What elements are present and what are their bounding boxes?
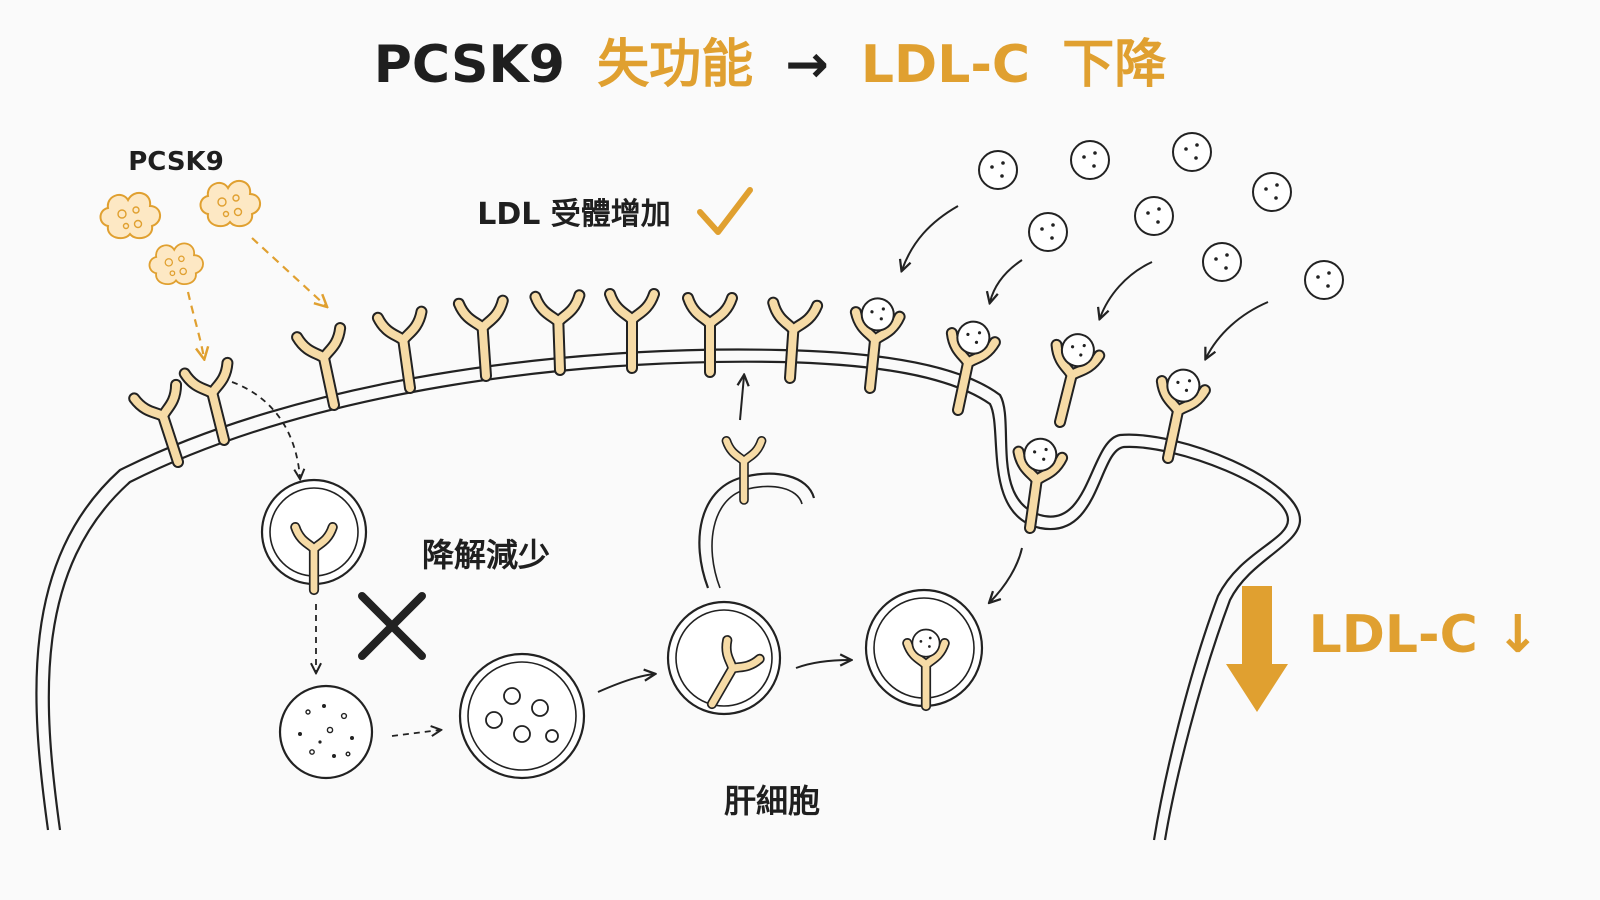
title-part-decrease: 下降 xyxy=(1062,35,1166,95)
receptor-increase-label: LDL 受體增加 xyxy=(477,197,671,232)
hepatocyte-label: 肝細胞 xyxy=(724,782,820,820)
binding-arrows xyxy=(902,205,1269,358)
title: PCSK9 失功能 → LDL-C 下降 xyxy=(374,35,1166,95)
ldl-c-down-label: LDL-C ↓ xyxy=(1309,605,1540,665)
ldl-particle xyxy=(1028,212,1068,252)
down-arrow-icon xyxy=(1226,586,1288,712)
cross-icon xyxy=(358,592,426,660)
receptor xyxy=(459,301,508,378)
receptor xyxy=(378,312,432,391)
title-arrow: → xyxy=(785,35,829,95)
degradation-pathway: 降解減少 xyxy=(231,381,550,780)
pcsk9-molecule xyxy=(99,191,162,240)
vesicle-lipids xyxy=(458,652,586,780)
receptor xyxy=(185,363,246,445)
receptor-with-ldl xyxy=(936,317,998,414)
recycling-receptor xyxy=(726,441,761,500)
ldl-particle xyxy=(978,150,1018,190)
title-part-ldl-c: LDL-C xyxy=(861,35,1030,95)
endosome-with-receptor xyxy=(260,478,368,590)
cell-membrane xyxy=(35,348,1302,841)
pcsk9-molecule xyxy=(199,179,262,228)
pcsk9-group: PCSK9 xyxy=(99,147,327,358)
receptor xyxy=(610,294,654,368)
ldl-particles xyxy=(978,132,1344,300)
endosome-receptor-ldl xyxy=(864,588,984,708)
degradation-decrease-label: 降解減少 xyxy=(422,536,550,574)
pcsk9-label: PCSK9 xyxy=(128,147,224,177)
recycling-pathway xyxy=(458,376,1023,780)
receptor-with-ldl xyxy=(848,296,901,390)
ldl-particle xyxy=(1070,140,1110,180)
ldl-particle xyxy=(1304,260,1344,300)
title-part-pcsk9: PCSK9 xyxy=(374,35,565,95)
ldl-particle xyxy=(1202,242,1242,282)
receptor xyxy=(297,328,355,410)
endosome-receptor xyxy=(666,600,782,714)
lysosome-degraded xyxy=(278,684,374,780)
receptor-increase-callout: LDL 受體增加 xyxy=(477,187,753,235)
ldl-particle xyxy=(1134,196,1174,236)
receptor-with-ldl xyxy=(1039,329,1103,427)
ldl-c-decrease: LDL-C ↓ xyxy=(1226,586,1539,712)
svg-text:PCSK9 失功能 →: PCSK9 失功能 → LDL-C 下降 xyxy=(374,35,1166,95)
pcsk9-molecule xyxy=(148,242,204,286)
receptor xyxy=(768,303,817,380)
check-icon xyxy=(697,187,753,235)
ldl-particle xyxy=(1172,132,1212,172)
ldl-particle xyxy=(1252,172,1292,212)
title-part-loss-of-function: 失功能 xyxy=(597,35,753,95)
